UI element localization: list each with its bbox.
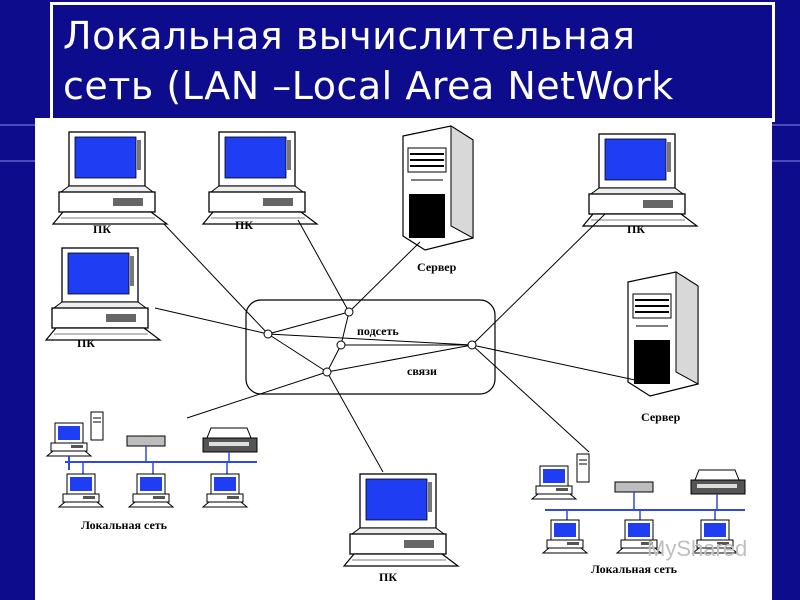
junction-nodes	[263, 307, 477, 377]
local-network-label: Локальная сеть	[591, 562, 678, 576]
title-box: Локальная вычислительная сеть (LAN –Loca…	[50, 2, 775, 122]
subnet-label: связи	[407, 364, 437, 378]
pc-label: ПК	[627, 222, 646, 236]
pc-label: ПК	[379, 570, 398, 584]
pc-node	[343, 473, 459, 567]
slide-title: Локальная вычислительная сеть (LAN –Loca…	[63, 14, 674, 108]
subnet-label: подсеть	[357, 324, 399, 338]
subnet-box	[245, 299, 496, 395]
pc-node	[52, 131, 168, 225]
network-diagram	[45, 125, 746, 567]
connection-lines	[154, 213, 636, 473]
pc-label: ПК	[235, 218, 254, 232]
watermark: MyShared	[647, 536, 748, 561]
diagram-canvas: ПК ПК ПК ПК ПК Сервер Сервер подсеть свя…	[35, 118, 772, 600]
server-label: Сервер	[641, 410, 681, 424]
server-node	[627, 271, 699, 397]
pc-label: ПК	[77, 336, 96, 350]
pc-label: ПК	[93, 222, 112, 236]
local-network-right	[531, 453, 746, 554]
server-label: Сервер	[417, 260, 457, 274]
local-network-left	[46, 411, 258, 508]
server-node	[402, 125, 474, 251]
pc-node	[45, 247, 161, 341]
local-network-label: Локальная сеть	[81, 518, 168, 532]
pc-node	[202, 131, 318, 225]
pc-node	[582, 133, 698, 227]
